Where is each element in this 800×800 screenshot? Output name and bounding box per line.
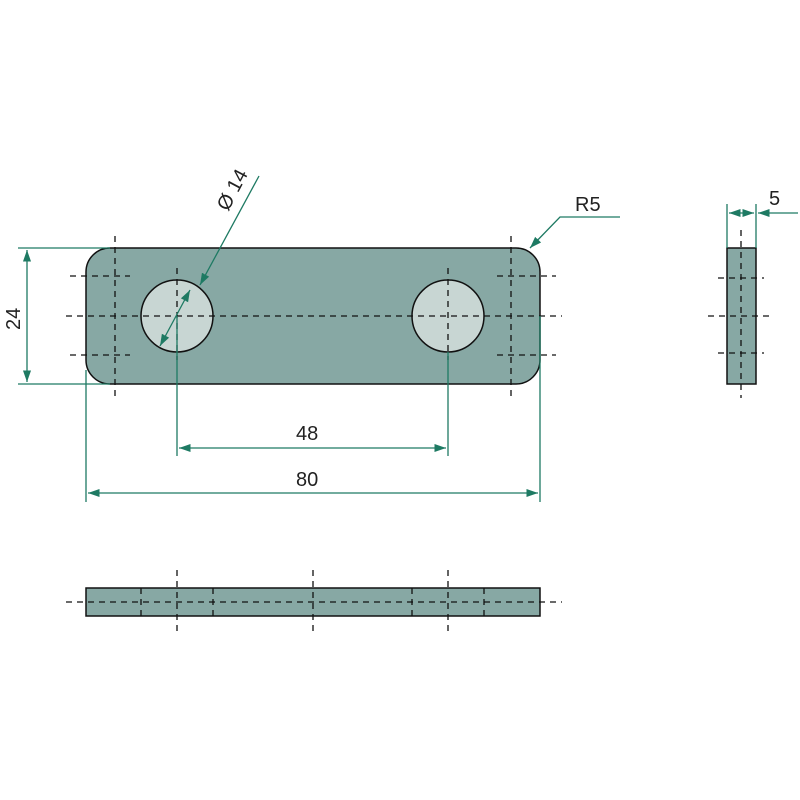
length-label: 80 — [296, 469, 318, 491]
dimension-radius: R5 — [529, 194, 620, 249]
dimension-hole-spacing: 48 — [176, 316, 449, 456]
diameter-label: Ø 14 — [213, 166, 253, 215]
thickness-label: 5 — [769, 188, 780, 210]
spacing-label: 48 — [296, 423, 318, 445]
side-view: 5 — [708, 188, 798, 398]
front-view — [66, 236, 562, 396]
dimension-length: 80 — [85, 316, 541, 502]
bottom-view — [66, 570, 562, 634]
radius-label: R5 — [575, 194, 601, 216]
dimension-height: 24 — [3, 247, 110, 385]
height-label: 24 — [3, 308, 25, 330]
